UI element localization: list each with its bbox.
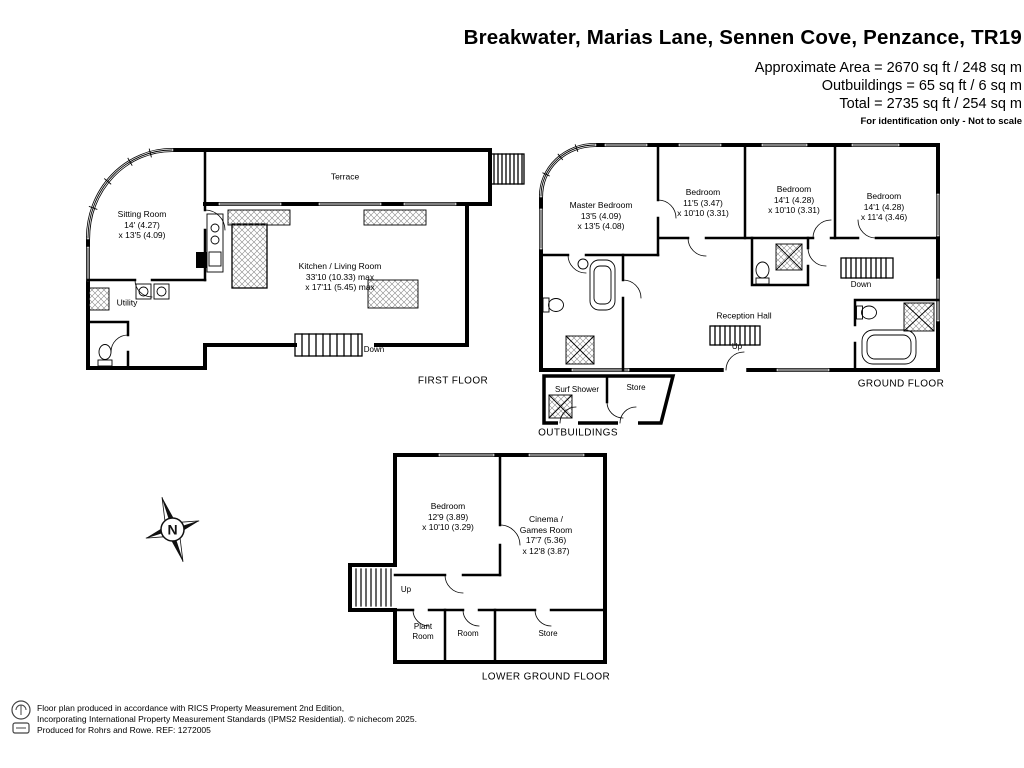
area-summary: Approximate Area = 2670 sq ft / 248 sq m… bbox=[464, 59, 1022, 113]
room-label-lg-bedroom: Bedroom 12'9 (3.89) x 10'10 (3.29) bbox=[422, 501, 474, 533]
compass-circle bbox=[160, 517, 185, 542]
caption-lower-ground-floor: LOWER GROUND FLOOR bbox=[481, 671, 611, 683]
room-label-terrace: Terrace bbox=[330, 171, 360, 182]
outbuildings-doors bbox=[559, 401, 637, 424]
outbuildings-plan bbox=[542, 374, 676, 425]
compass-north-label: N bbox=[167, 522, 177, 538]
footer: Floor plan produced in accordance with R… bbox=[37, 703, 417, 737]
room-label-bedroom-4: Bedroom 14'1 (4.28) x 11'4 (3.46) bbox=[860, 191, 908, 223]
ensuite-fixtures bbox=[542, 258, 616, 365]
ground-floor-doors bbox=[567, 199, 877, 371]
room-label-room: Room bbox=[457, 629, 479, 638]
room-label-reception-hall: Reception Hall bbox=[716, 310, 772, 321]
shower-room-fixtures bbox=[755, 243, 803, 285]
header: Breakwater, Marias Lane, Sennen Cove, Pe… bbox=[464, 26, 1022, 127]
footer-line-2: Incorporating International Property Mea… bbox=[37, 714, 417, 725]
room-label-sitting-room: Sitting Room 14' (4.27) x 13'5 (4.09) bbox=[117, 209, 167, 241]
room-label-bedroom-3: Bedroom 14'1 (4.28) x 10'10 (3.31) bbox=[768, 184, 820, 216]
label-ground-floor-up: Up bbox=[731, 342, 743, 351]
label-lower-ground-up: Up bbox=[400, 585, 412, 594]
label-ground-floor-down: Down bbox=[850, 280, 872, 289]
room-label-plant-room: Plant Room bbox=[412, 622, 434, 641]
lower-ground-stairs bbox=[355, 568, 392, 607]
outbuildings-outer-walls bbox=[542, 374, 676, 425]
terrace-exterior-stairs bbox=[489, 153, 525, 185]
label-first-floor-down: Down bbox=[363, 345, 385, 354]
page-title: Breakwater, Marias Lane, Sennen Cove, Pe… bbox=[463, 26, 1022, 49]
caption-outbuildings: OUTBUILDINGS bbox=[538, 427, 618, 439]
ground-floor-windows bbox=[539, 143, 940, 372]
surf-shower-tray bbox=[548, 394, 573, 419]
room-label-lg-store: Store bbox=[538, 629, 558, 638]
first-floor-outer-walls bbox=[85, 148, 492, 370]
footer-line-1: Floor plan produced in accordance with R… bbox=[37, 703, 345, 713]
first-floor-stairs-down bbox=[294, 333, 363, 357]
ground-floor-stairs-up bbox=[709, 325, 761, 346]
bay-window bbox=[86, 148, 174, 240]
footer-line-3: Produced for Rohrs and Rowe. REF: 127200… bbox=[37, 725, 211, 736]
caption-ground-floor: GROUND FLOOR bbox=[857, 378, 945, 390]
kitchen-units bbox=[206, 213, 224, 273]
first-floor-plan bbox=[85, 148, 525, 370]
ground-floor-inner-walls bbox=[539, 143, 940, 372]
skylights bbox=[227, 209, 427, 309]
outbuildings-area: Outbuildings = 65 sq ft / 6 sq m bbox=[821, 78, 1022, 94]
room-label-master-bedroom: Master Bedroom 13'5 (4.09) x 13'5 (4.08) bbox=[569, 200, 633, 232]
room-label-utility: Utility bbox=[116, 297, 138, 308]
bathroom-fixtures bbox=[856, 302, 935, 365]
ground-floor-plan bbox=[538, 143, 940, 373]
first-floor-doors bbox=[110, 209, 226, 353]
approximate-area: Approximate Area = 2670 sq ft / 248 sq m bbox=[754, 60, 1022, 76]
lower-ground-doors bbox=[412, 524, 552, 627]
first-floor-inner-walls bbox=[86, 148, 469, 370]
lower-ground-floor-plan bbox=[348, 453, 607, 664]
room-label-bedroom-2: Bedroom 11'5 (3.47) x 10'10 (3.31) bbox=[677, 187, 729, 219]
room-label-cinema-games-room: Cinema / Games Room 17'7 (5.36) x 12'8 (… bbox=[519, 513, 573, 556]
caption-first-floor: FIRST FLOOR bbox=[417, 375, 489, 387]
accreditation-logo bbox=[11, 700, 31, 734]
ground-floor-stairs-down bbox=[840, 257, 894, 279]
utility-fixtures bbox=[88, 283, 170, 367]
lower-ground-inner-walls bbox=[393, 453, 607, 664]
compass: N bbox=[145, 497, 200, 562]
ground-floor-bay-window bbox=[539, 143, 597, 198]
disclaimer: For identification only - Not to scale bbox=[860, 116, 1022, 127]
room-label-surf-shower: Surf Shower bbox=[554, 385, 600, 394]
room-label-kitchen-living: Kitchen / Living Room 33'10 (10.33) max … bbox=[298, 261, 382, 293]
room-label-outbuilding-store: Store bbox=[626, 383, 646, 392]
fireplace bbox=[196, 252, 207, 268]
kitchen-island bbox=[231, 223, 268, 289]
total-area: Total = 2735 sq ft / 254 sq m bbox=[839, 96, 1022, 112]
